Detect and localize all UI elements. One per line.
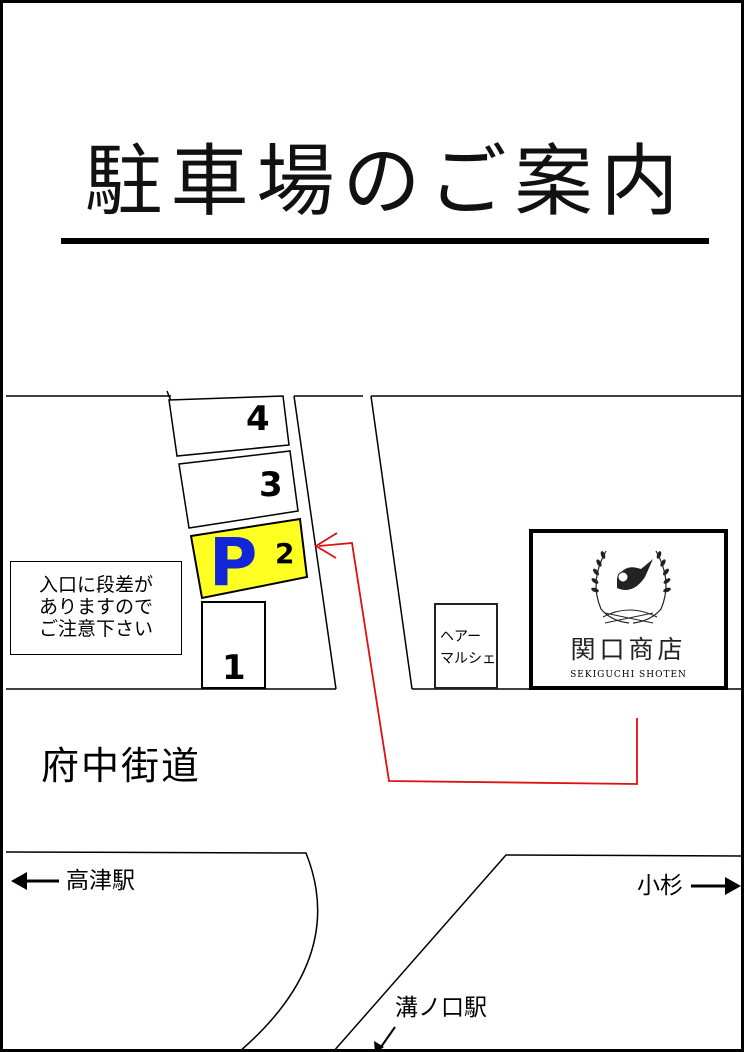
- destination-takatsu-station: 高津駅: [66, 868, 135, 894]
- main-road-south-edge-left: [5, 851, 319, 1049]
- arrow-down-shaft: [380, 1026, 396, 1048]
- notice-line: ありますので: [38, 596, 153, 619]
- step-warning-notice: 入口に段差が ありますので ご注意下さい: [10, 561, 182, 655]
- parking-slot-4: [168, 395, 290, 457]
- parking-p-icon: P: [209, 524, 258, 601]
- destination-kosugi: 小杉: [637, 873, 683, 899]
- destination-mizonokuchi-station: 溝ノ口駅: [395, 995, 487, 1021]
- main-road-south-edge-right: [334, 854, 741, 1049]
- slot-number-1: 1: [222, 648, 246, 688]
- slot-number-3: 3: [259, 465, 283, 505]
- route-line: [318, 542, 638, 785]
- side-street-right-edge: [370, 395, 413, 690]
- hair-salon-label: マルシェ: [440, 650, 496, 667]
- road-name-fuchu-kaido: 府中街道: [41, 744, 202, 788]
- parking-slot-2: [189, 517, 309, 600]
- slot-number-2: 2: [275, 537, 295, 570]
- side-street-left-edge: [293, 395, 337, 690]
- arrow-right-head: [725, 877, 741, 895]
- slot-number-4: 4: [246, 399, 270, 439]
- sekiguchi-shop-building: 関口商店 SEKIGUCHI SHOTEN: [529, 529, 728, 690]
- arrow-down-head: [374, 1041, 384, 1049]
- map-lines: [5, 390, 741, 1049]
- bird-wreath-logo-icon: [591, 550, 671, 624]
- shop-romaji: SEKIGUCHI SHOTEN: [570, 670, 687, 680]
- notice-line: 入口に段差が: [38, 574, 153, 597]
- notice-line: ご注意下さい: [38, 617, 153, 640]
- hair-salon-label: ヘアー: [440, 629, 482, 645]
- shop-name: 関口商店: [570, 635, 687, 664]
- page-title: 駐車場のご案内: [84, 137, 687, 227]
- arrow-left-head: [11, 872, 27, 890]
- parking-slot-3: [178, 450, 299, 529]
- route-arrowhead: [314, 532, 338, 559]
- hair-salon-building: ヘアー マルシェ: [434, 603, 498, 689]
- title-underline: [61, 238, 709, 244]
- parking-slot-1: [201, 601, 266, 689]
